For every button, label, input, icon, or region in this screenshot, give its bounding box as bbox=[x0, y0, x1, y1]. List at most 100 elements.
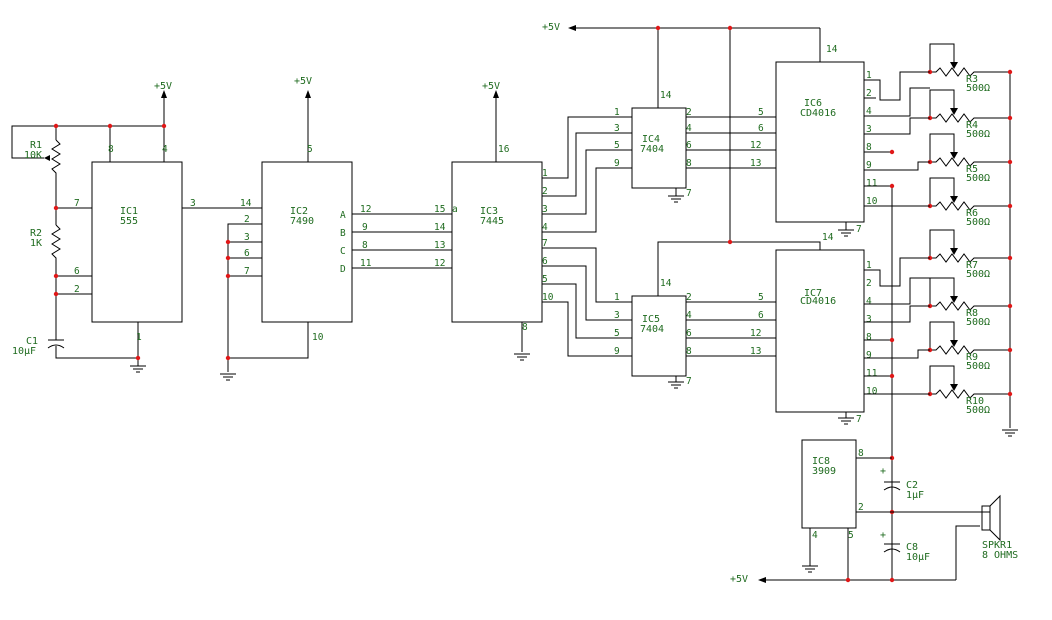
resistor-zigzag bbox=[930, 389, 1010, 399]
ic8-pin-label: 5 bbox=[848, 530, 854, 541]
pot-ref: R6 bbox=[966, 208, 978, 219]
ic6-pin-label: 9 bbox=[866, 160, 872, 171]
ic3-pin-label: 13 bbox=[434, 240, 445, 251]
ic3-pin-label: a bbox=[452, 204, 458, 215]
ic5-chip bbox=[631, 295, 687, 377]
ic6-part: CD4016 bbox=[800, 108, 836, 119]
ic3-pin-label: 10 bbox=[542, 292, 554, 303]
wiper-arrow-icon bbox=[950, 340, 958, 347]
junction-dot bbox=[889, 183, 895, 189]
pot-value: 500Ω bbox=[966, 361, 990, 372]
wiper-line bbox=[929, 133, 955, 162]
wiper-arrow-icon bbox=[950, 62, 958, 69]
ic3-ref: IC3 bbox=[480, 206, 498, 217]
ic3-pin-label: 3 bbox=[542, 204, 548, 215]
ic2-pin-label: 10 bbox=[312, 332, 324, 343]
junction-dot bbox=[1007, 159, 1013, 165]
ic7-pin-label: 14 bbox=[822, 232, 834, 243]
pot-ref: R9 bbox=[966, 352, 978, 363]
c1-value: 10µF bbox=[12, 346, 36, 357]
ic4-pin-label: 1 bbox=[614, 107, 620, 118]
ic2-output-label: D bbox=[340, 264, 346, 275]
wiper-line bbox=[929, 321, 955, 350]
ic7-pin-label: 5 bbox=[758, 292, 764, 303]
ic2-section: +5V IC2 7490 14 5 2 3 6 7 10 A B C D 12 … bbox=[182, 76, 452, 381]
c1-plate-bottom bbox=[47, 344, 65, 349]
ic6-pin-label: 2 bbox=[866, 88, 872, 99]
pot-ref: R8 bbox=[966, 308, 978, 319]
resistor-zigzag bbox=[930, 113, 1010, 123]
ic2-pin-label: 2 bbox=[244, 214, 250, 225]
ic4-pin-label: 2 bbox=[686, 107, 692, 118]
pot-group: R3500ΩR4500ΩR5500ΩR6500ΩR7500ΩR8500ΩR950… bbox=[927, 43, 1013, 416]
ic6-chip bbox=[775, 61, 865, 223]
junction-dot bbox=[727, 25, 733, 31]
ic7-part: CD4016 bbox=[800, 296, 836, 307]
junction-dot bbox=[53, 205, 59, 211]
wiper-arrow-icon bbox=[950, 384, 958, 391]
ic5-pin-label: 7 bbox=[686, 376, 692, 387]
r1-ref: R1 bbox=[30, 140, 42, 151]
pot-ref: R10 bbox=[966, 396, 984, 407]
ic4-chip bbox=[631, 107, 687, 189]
pot-value: 500Ω bbox=[966, 317, 990, 328]
junction-dot bbox=[225, 239, 231, 245]
ic7-pin-label: 6 bbox=[758, 310, 764, 321]
wiper-arrow-icon bbox=[950, 196, 958, 203]
ic7-ref: IC7 bbox=[804, 288, 822, 299]
ic3-pin-label: 2 bbox=[542, 186, 548, 197]
wiper-line bbox=[929, 43, 955, 72]
pot-ref: R7 bbox=[966, 260, 978, 271]
r2-resistor bbox=[51, 224, 61, 340]
ic2-output-label: A bbox=[340, 210, 346, 221]
resistor-zigzag bbox=[930, 157, 1010, 167]
ic6-pin-label: 11 bbox=[866, 178, 878, 189]
ic6-pin-label: 5 bbox=[758, 107, 764, 118]
ic4-pin-label: 14 bbox=[660, 90, 672, 101]
resistor-zigzag bbox=[930, 67, 1010, 77]
ic3-pin-label: 12 bbox=[434, 258, 445, 269]
ic8-pin-label: 4 bbox=[812, 530, 818, 541]
resistor-zigzag bbox=[930, 253, 1010, 263]
wiper-arrow-icon bbox=[950, 108, 958, 115]
ic1-pin-label: 1 bbox=[136, 332, 142, 343]
ic2-part: 7490 bbox=[290, 216, 314, 227]
ground-icon bbox=[838, 417, 854, 425]
junction-dot bbox=[1007, 255, 1013, 261]
ic7-pin-label: 4 bbox=[866, 296, 872, 307]
ground-icon bbox=[838, 229, 854, 237]
supply-arrow-icon bbox=[161, 90, 167, 98]
junction-dot bbox=[1007, 303, 1013, 309]
ground-icon bbox=[668, 381, 684, 389]
junction-dot bbox=[889, 577, 895, 583]
ground-icon bbox=[668, 195, 684, 203]
ground-icon bbox=[130, 365, 146, 373]
ic1-pin-label: 2 bbox=[74, 284, 80, 295]
pot-ref: R3 bbox=[966, 74, 978, 85]
ic3-pin-label: 7 bbox=[542, 238, 548, 249]
ic6-pin-label: 7 bbox=[856, 224, 862, 235]
ic1-pin-label: 3 bbox=[190, 198, 196, 209]
ic1-pin-label: 7 bbox=[74, 198, 80, 209]
r1-resistor bbox=[51, 139, 61, 185]
ic3-pin-label: 1 bbox=[542, 168, 548, 179]
pot-value: 500Ω bbox=[966, 269, 990, 280]
pot-value: 500Ω bbox=[966, 129, 990, 140]
ic5-pin-label: 14 bbox=[660, 278, 672, 289]
ic1-supply-label: +5V bbox=[154, 81, 172, 92]
wiper-arrow-icon bbox=[950, 248, 958, 255]
ic6-section: IC6 CD4016 14 7 5 6 12 13 1 2 4 3 8 9 11… bbox=[750, 44, 878, 237]
ic8-pin-label: 2 bbox=[858, 502, 864, 513]
ic4-pin-label: 7 bbox=[686, 188, 692, 199]
ic7-pin-label: 8 bbox=[866, 332, 872, 343]
c2-plate-bottom bbox=[883, 486, 901, 491]
wiper-line bbox=[929, 277, 955, 306]
wiper-line bbox=[929, 229, 955, 258]
junction-dot bbox=[1007, 115, 1013, 121]
ic3-supply-label: +5V bbox=[482, 81, 500, 92]
ic5-pin-label: 4 bbox=[686, 310, 692, 321]
ic2-pin-label: 12 bbox=[360, 204, 371, 215]
junction-dot bbox=[107, 123, 113, 129]
ic4-pin-label: 8 bbox=[686, 158, 692, 169]
